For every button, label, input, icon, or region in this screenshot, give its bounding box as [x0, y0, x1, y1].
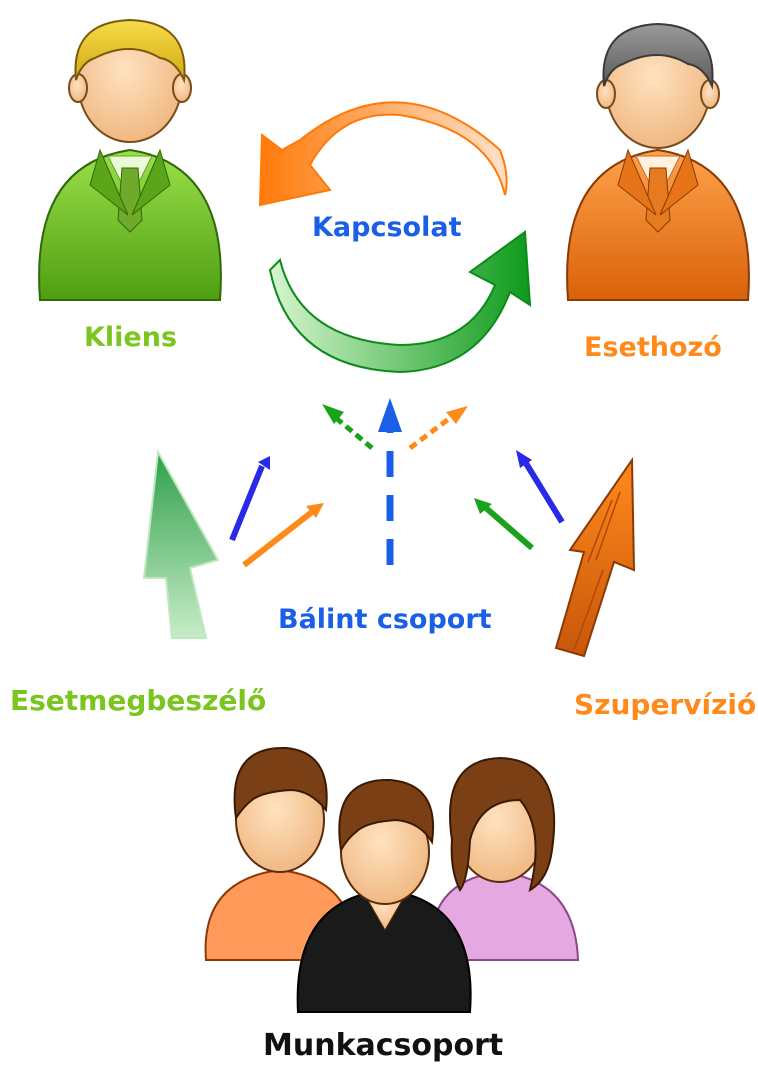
right-small-arrows	[474, 450, 565, 551]
munkacsoport-group-icon	[204, 746, 580, 1013]
szupervizio-arrow	[554, 456, 636, 658]
left-small-arrows	[229, 456, 324, 568]
kliens-person-icon	[38, 18, 222, 301]
cycle-arrows	[258, 101, 532, 374]
esethozo-person-icon	[566, 22, 750, 301]
esetmegbeszelo-arrow	[142, 448, 220, 639]
esetmegbeszelo-label: Esetmegbeszélő	[10, 684, 267, 717]
balint-csoport-label: Bálint csoport	[278, 604, 492, 635]
esethozo-label: Esethozó	[584, 332, 722, 363]
szupervizio-label: Szupervízió	[574, 688, 757, 721]
balint-dashed-arrow	[322, 398, 468, 565]
kapcsolat-label: Kapcsolat	[312, 212, 462, 243]
munkacsoport-label: Munkacsoport	[263, 1028, 504, 1063]
kliens-label: Kliens	[84, 322, 178, 353]
